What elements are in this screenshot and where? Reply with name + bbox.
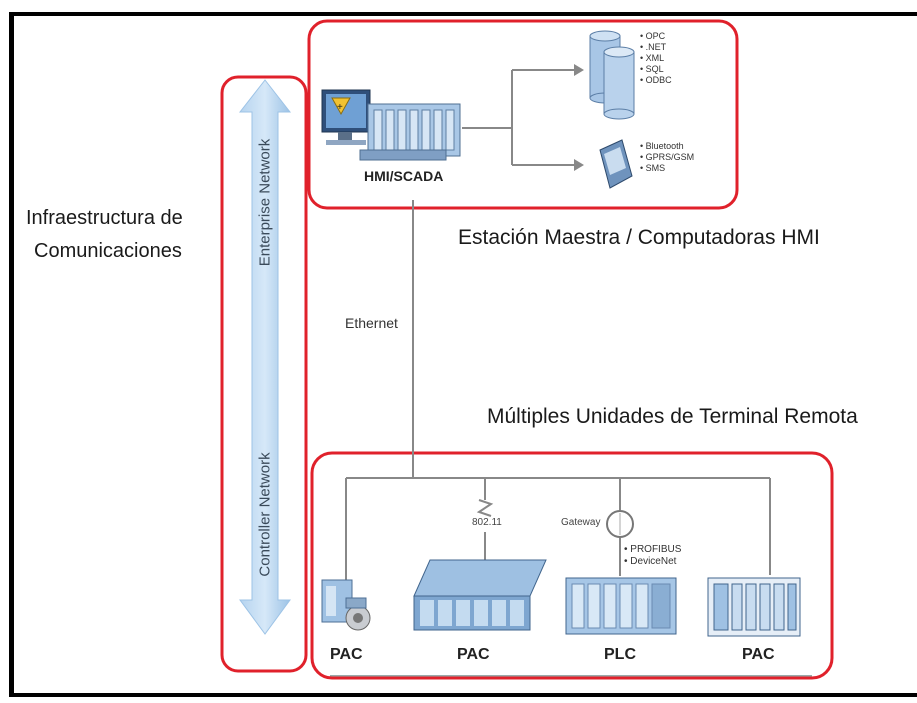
pac-modular-icon [413, 559, 547, 631]
frame-top-border [9, 12, 917, 16]
db-protocol-item: • XML [640, 53, 665, 63]
db-protocol-list: • OPC • .NET • XML • SQL • ODBC [640, 31, 672, 86]
infra-title-line1: Infraestructura de [26, 207, 183, 229]
ethernet-label: Ethernet [345, 315, 398, 331]
pac-rack-icon [707, 577, 801, 637]
device-label: PLC [604, 646, 636, 663]
device-label: PAC [742, 646, 775, 663]
hmi-scada-label: HMI/SCADA [364, 168, 444, 184]
fieldbus-protocol-list: • PROFIBUS • DeviceNet [624, 544, 681, 568]
controller-network-label: Controller Network [256, 452, 274, 577]
plc-icon [565, 577, 677, 635]
wireless-protocol-list: • Bluetooth • GPRS/GSM • SMS [640, 141, 694, 174]
wifi-label: 802.11 [472, 517, 502, 528]
rtu-caption: Múltiples Unidades de Terminal Remota [487, 405, 858, 428]
arrowhead-db [574, 64, 584, 76]
arrowhead-pda [574, 159, 584, 171]
device-label: PAC [330, 646, 363, 663]
master-station-caption: Estación Maestra / Computadoras HMI [458, 226, 820, 249]
frame-bottom-border [9, 693, 917, 697]
network-levels-arrow [238, 79, 292, 635]
master-station-box [307, 19, 739, 210]
wireless-break-icon [476, 499, 494, 517]
database-icon [589, 30, 635, 120]
wireless-protocol-item: • SMS [640, 163, 666, 173]
hmi-connectors [462, 69, 574, 166]
rtu-box [310, 451, 834, 680]
device-label: PAC [457, 646, 490, 663]
db-protocol-item: • ODBC [640, 75, 672, 85]
pda-icon [599, 139, 633, 189]
svg-text:+: + [337, 102, 343, 113]
infra-title-line2: Comunicaciones [34, 240, 182, 262]
wireless-protocol-item: • GPRS/GSM [640, 152, 695, 162]
fieldbus-protocol-item: • DeviceNet [624, 556, 677, 567]
db-protocol-item: • OPC [640, 31, 666, 41]
enterprise-network-label: Enterprise Network [256, 138, 274, 267]
db-protocol-item: • SQL [640, 64, 664, 74]
computer-icon: + [321, 89, 461, 161]
fieldbus-protocol-item: • PROFIBUS [624, 544, 682, 555]
wireless-protocol-item: • Bluetooth [640, 141, 684, 151]
controller-icon [321, 579, 371, 631]
gateway-icon [606, 510, 634, 538]
network-levels-box [220, 75, 308, 673]
frame-left-border [9, 12, 14, 695]
db-protocol-item: • .NET [640, 42, 667, 52]
gateway-label: Gateway [561, 517, 601, 528]
